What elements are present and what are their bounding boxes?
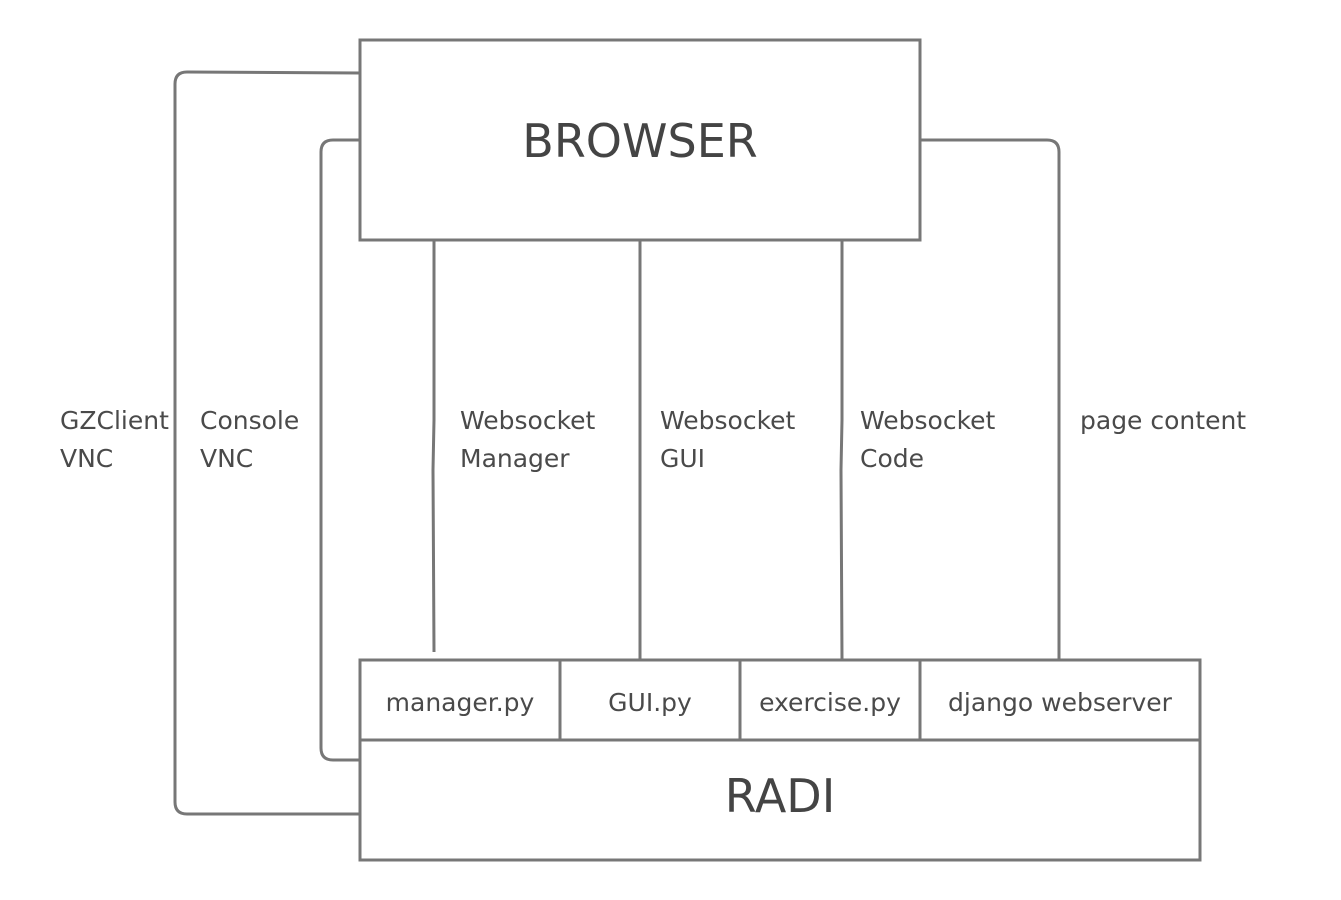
label-console-vnc: Console VNC xyxy=(200,406,307,473)
radi-modules: manager.py GUI.py exercise.py django web… xyxy=(358,658,1202,742)
connector-websocket-code xyxy=(839,240,844,661)
label-console-vnc-line1: Console xyxy=(200,406,299,435)
label-websocket-gui-line1: Websocket xyxy=(660,406,796,435)
connector-websocket-manager xyxy=(431,240,436,653)
connector-page-content xyxy=(920,138,1061,660)
label-page-content-line1: page content xyxy=(1080,406,1246,435)
label-websocket-gui: Websocket GUI xyxy=(660,406,803,473)
radi-node: RADI xyxy=(358,738,1202,862)
label-websocket-code: Websocket Code xyxy=(860,406,1003,473)
module-label-manager: manager.py xyxy=(386,688,535,717)
module-box-manager xyxy=(358,658,562,742)
label-websocket-manager-line2: Manager xyxy=(460,444,570,473)
connector-gzclient-vnc xyxy=(173,70,361,816)
label-websocket-code-line2: Code xyxy=(860,444,924,473)
module-label-django: django webserver xyxy=(948,688,1173,717)
browser-node: BROWSER xyxy=(358,38,922,242)
module-label-exercise: exercise.py xyxy=(759,688,901,717)
module-label-gui: GUI.py xyxy=(608,688,692,717)
label-websocket-manager: Websocket Manager xyxy=(460,406,603,473)
browser-box xyxy=(358,38,922,242)
radi-box xyxy=(358,738,1202,862)
module-box-django xyxy=(918,658,1202,742)
label-websocket-manager-line1: Websocket xyxy=(460,406,596,435)
connector-console-vnc xyxy=(319,138,360,762)
label-gzclient-vnc: GZClient VNC xyxy=(60,406,177,473)
label-gzclient-vnc-line2: VNC xyxy=(60,444,113,473)
radi-title: RADI xyxy=(725,769,836,823)
label-page-content: page content xyxy=(1080,406,1246,435)
label-websocket-gui-line2: GUI xyxy=(660,444,705,473)
label-gzclient-vnc-line1: GZClient xyxy=(60,406,169,435)
browser-title: BROWSER xyxy=(522,114,757,168)
connection-labels: GZClient VNC Console VNC Websocket Manag… xyxy=(60,406,1246,473)
label-websocket-code-line1: Websocket xyxy=(860,406,996,435)
label-console-vnc-line2: VNC xyxy=(200,444,253,473)
